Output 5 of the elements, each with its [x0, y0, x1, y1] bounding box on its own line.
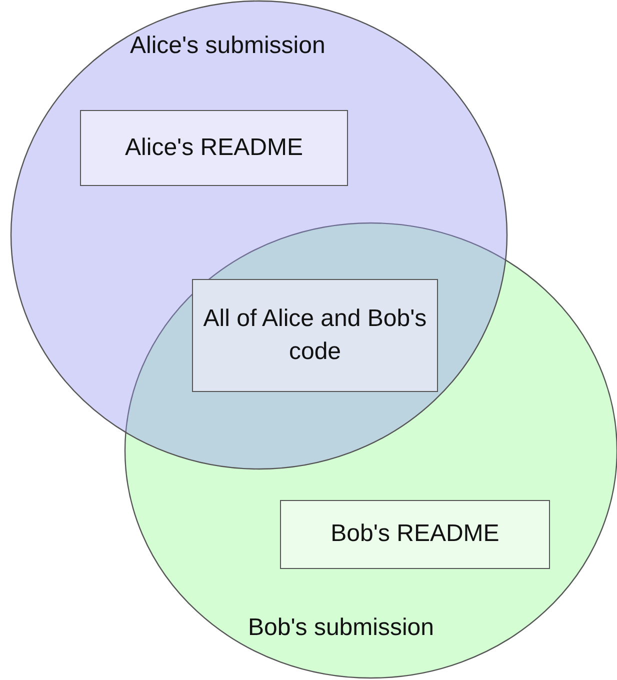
label-box: Bob's README [280, 500, 550, 569]
label-box: Alice's README [80, 110, 348, 186]
set-heading: Alice's submission [130, 31, 326, 61]
label-box: All of Alice and Bob's code [192, 279, 438, 392]
set-heading: Bob's submission [248, 613, 434, 643]
